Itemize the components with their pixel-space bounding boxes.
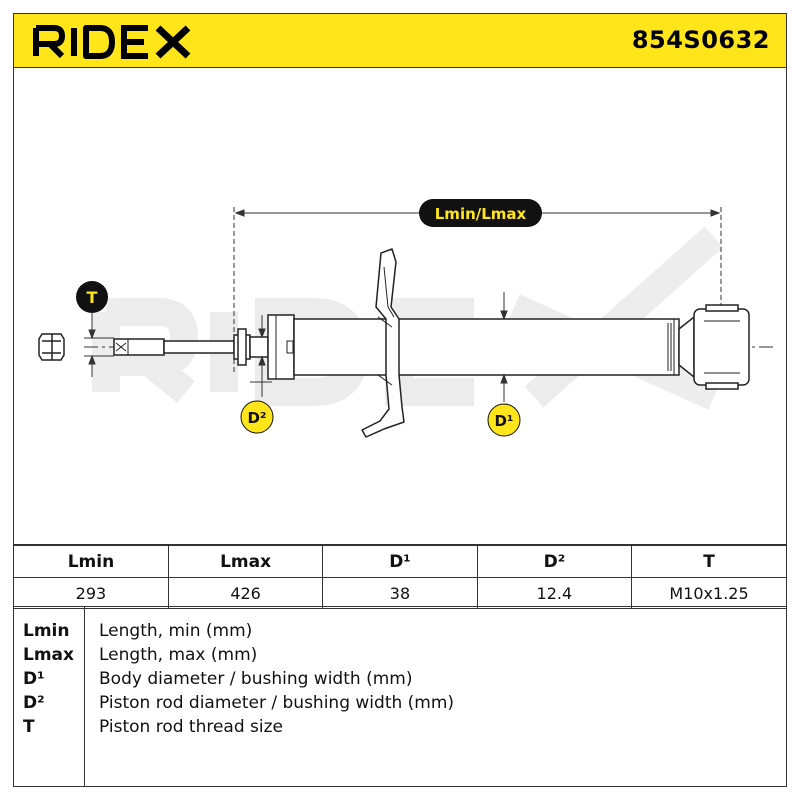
legend-row: T Piston rod thread size bbox=[14, 717, 786, 741]
nut bbox=[38, 333, 65, 361]
specs-header-row: Lmin Lmax D¹ D² T bbox=[14, 545, 786, 578]
rod-diameter-label: D² bbox=[247, 409, 266, 427]
spec-header-lmin: Lmin bbox=[14, 545, 169, 578]
legend-description: Length, max (mm) bbox=[99, 645, 258, 665]
ridex-logo-mark bbox=[33, 25, 191, 59]
legend-key: Lmax bbox=[23, 645, 74, 665]
thread-badge: T bbox=[76, 281, 108, 313]
legend-divider bbox=[84, 607, 85, 787]
legend-row: D¹ Body diameter / bushing width (mm) bbox=[14, 669, 786, 693]
spec-header-lmax: Lmax bbox=[167, 545, 324, 578]
spec-header-t: T bbox=[631, 545, 786, 578]
spring-seat-bracket bbox=[361, 248, 405, 438]
specs-table: Lmin Lmax D¹ D² T 293 426 38 12.4 M10x1.… bbox=[14, 544, 786, 609]
legend-key: T bbox=[23, 717, 35, 737]
damper-body bbox=[267, 314, 680, 380]
legend-description: Body diameter / bushing width (mm) bbox=[99, 669, 413, 689]
legend-row: D² Piston rod diameter / bushing width (… bbox=[14, 693, 786, 717]
legend: Lmin Length, min (mm) Lmax Length, max (… bbox=[14, 606, 786, 789]
spec-value-d1: 38 bbox=[322, 577, 478, 609]
bottom-eye-mount bbox=[678, 304, 750, 390]
legend-key: D¹ bbox=[23, 669, 45, 689]
legend-description: Piston rod thread size bbox=[99, 717, 284, 737]
body-diameter-label: D¹ bbox=[494, 412, 513, 430]
shock-absorber-drawing: Lmin/Lmax T bbox=[14, 67, 786, 544]
ridex-logo bbox=[30, 18, 200, 68]
spec-value-lmin: 293 bbox=[14, 577, 169, 609]
specs-value-row: 293 426 38 12.4 M10x1.25 bbox=[14, 577, 786, 609]
header-bar: 854S0632 bbox=[14, 14, 786, 68]
spec-value-t: M10x1.25 bbox=[631, 577, 786, 609]
legend-key: D² bbox=[23, 693, 45, 713]
legend-row: Lmin Length, min (mm) bbox=[14, 621, 786, 645]
legend-key: Lmin bbox=[23, 621, 70, 641]
length-badge: Lmin/Lmax bbox=[419, 199, 542, 227]
datasheet: 854S0632 Lmin/Lmax bbox=[13, 13, 787, 787]
thread-label: T bbox=[87, 288, 98, 307]
legend-description: Length, min (mm) bbox=[99, 621, 253, 641]
spec-value-d2: 12.4 bbox=[476, 577, 633, 609]
thread-dimension bbox=[84, 312, 114, 377]
spec-value-lmax: 426 bbox=[167, 577, 324, 609]
rod-diameter-badge: D² bbox=[240, 400, 274, 434]
legend-row: Lmax Length, max (mm) bbox=[14, 645, 786, 669]
rod-diameter-dimension bbox=[250, 315, 272, 397]
spec-header-d1: D¹ bbox=[322, 545, 478, 578]
legend-description: Piston rod diameter / bushing width (mm) bbox=[99, 693, 455, 713]
body-diameter-dimension bbox=[500, 292, 508, 402]
part-number: 854S0632 bbox=[631, 26, 770, 54]
length-label: Lmin/Lmax bbox=[435, 205, 527, 223]
spec-header-d2: D² bbox=[476, 545, 633, 578]
body-diameter-badge: D¹ bbox=[487, 403, 521, 437]
